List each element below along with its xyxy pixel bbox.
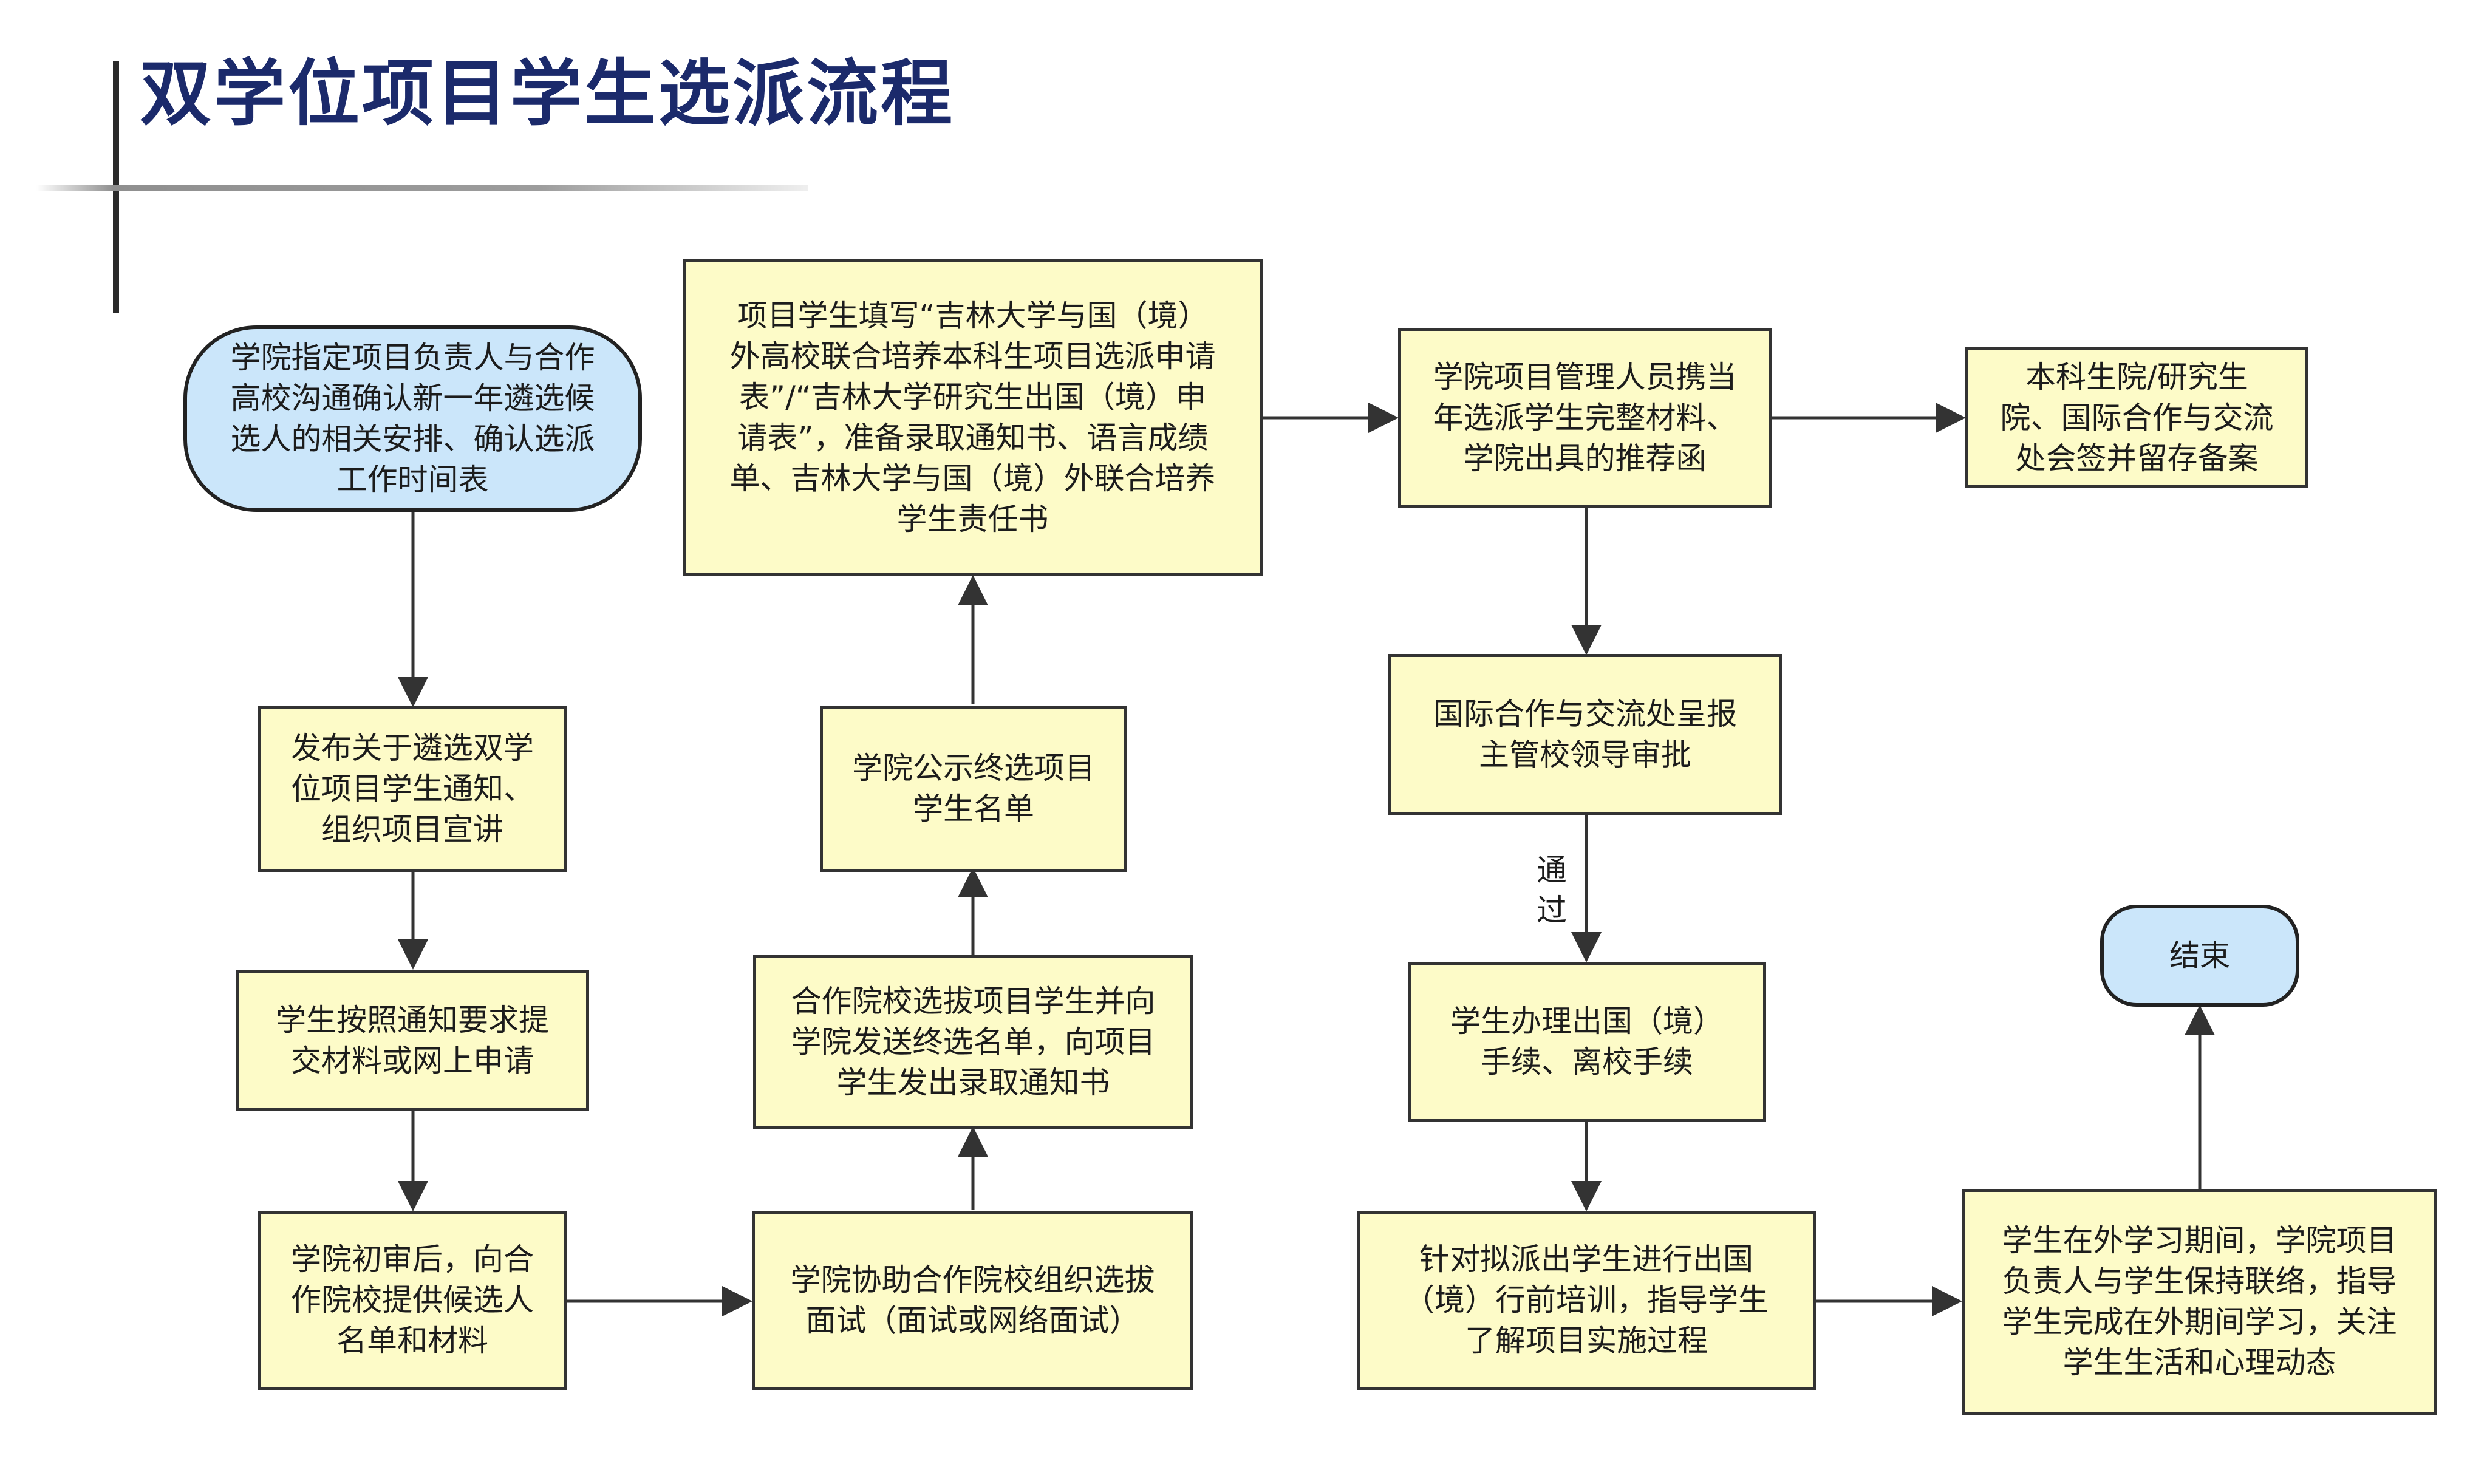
step-submit-application: 学生按照通知要求提 交材料或网上申请 — [236, 970, 589, 1111]
step-overseas-contact: 学生在外学习期间，学院项目 负责人与学生保持联络，指导 学生完成在外期间学习，关… — [1962, 1189, 2437, 1415]
title-underline-rule — [36, 185, 808, 191]
step-submit-materials: 学院项目管理人员携当 年选派学生完整材料、 学院出具的推荐函 — [1398, 328, 1772, 508]
edge-label-pass: 通过 — [1537, 853, 1567, 928]
step-archive-record: 本科生院/研究生 院、国际合作与交流 处会签并留存备案 — [1965, 347, 2308, 488]
step-leader-approval: 国际合作与交流处呈报 主管校领导审批 — [1388, 654, 1782, 815]
start-node: 学院指定项目负责人与合作 高校沟通确认新一年遴选候 选人的相关安排、确认选派 工… — [183, 325, 642, 512]
step-announce-list: 学院公示终选项目 学生名单 — [820, 706, 1127, 872]
step-organize-interview: 学院协助合作院校组织选拔 面试（面试或网络面试） — [752, 1211, 1193, 1390]
end-node: 结束 — [2100, 905, 2299, 1007]
step-exit-procedures: 学生办理出国（境） 手续、离校手续 — [1408, 962, 1766, 1122]
step-publish-notice: 发布关于遴选双学 位项目学生通知、 组织项目宣讲 — [258, 706, 567, 872]
page-title: 双学位项目学生选派流程 — [140, 51, 955, 135]
step-fill-application: 项目学生填写“吉林大学与国（境） 外高校联合培养本科生项目选派申请 表”/“吉林… — [683, 259, 1263, 576]
step-initial-review: 学院初审后，向合 作院校提供候选人 名单和材料 — [258, 1211, 567, 1390]
step-pre-departure-training: 针对拟派出学生进行出国 （境）行前培训，指导学生 了解项目实施过程 — [1357, 1211, 1816, 1390]
step-partner-selection: 合作院校选拔项目学生并向 学院发送终选名单，向项目 学生发出录取通知书 — [753, 955, 1193, 1129]
